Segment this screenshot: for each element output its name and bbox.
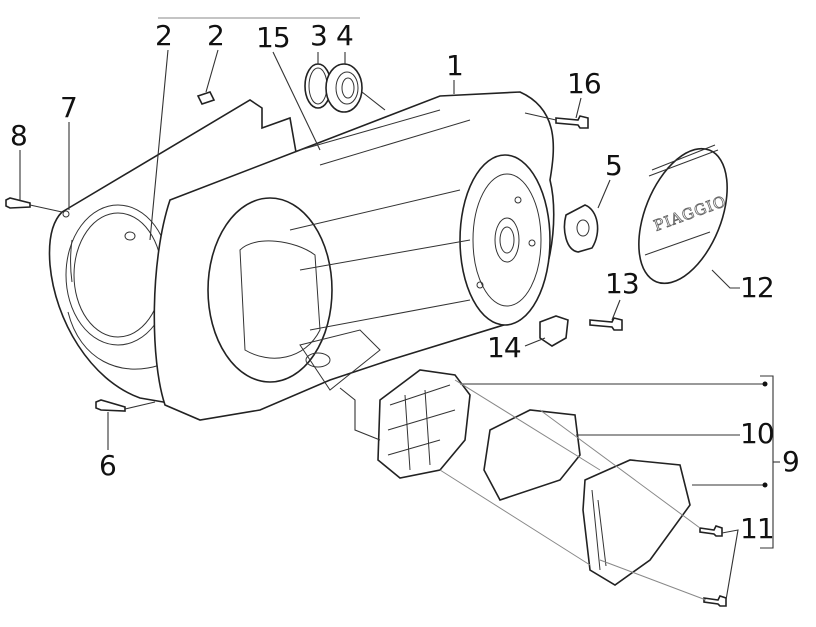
leader-11 xyxy=(721,529,739,601)
filter-sponge xyxy=(483,409,581,501)
callout-14[interactable]: 14 xyxy=(487,331,522,364)
callout-2b[interactable]: 2 xyxy=(207,19,225,52)
bearing xyxy=(325,63,363,113)
callout-3[interactable]: 3 xyxy=(310,19,328,52)
callout-6[interactable]: 6 xyxy=(99,449,117,482)
leader-14 xyxy=(524,337,546,347)
decorative-cover: PIAGGIO xyxy=(638,144,729,285)
callout-15[interactable]: 15 xyxy=(256,21,291,54)
callout-16[interactable]: 16 xyxy=(567,67,602,100)
clip xyxy=(539,315,569,347)
callout-4[interactable]: 4 xyxy=(336,19,354,52)
leader-5 xyxy=(597,179,611,209)
screw-16 xyxy=(524,112,589,129)
callout-8[interactable]: 8 xyxy=(10,119,28,152)
screw-13 xyxy=(589,317,623,331)
dowel xyxy=(196,91,216,105)
screw-6 xyxy=(95,399,156,412)
dowel-installed xyxy=(124,231,136,241)
transmission-cover xyxy=(153,91,555,421)
screw-8 xyxy=(5,197,63,213)
leader-16 xyxy=(575,97,582,119)
leader-2b xyxy=(205,49,219,93)
callout-9[interactable]: 9 xyxy=(782,445,800,478)
leader-4 xyxy=(344,52,386,111)
callout-1[interactable]: 1 xyxy=(446,49,464,82)
callout-13[interactable]: 13 xyxy=(605,267,640,300)
leader-duct xyxy=(339,387,381,441)
leader-9-top-dot xyxy=(762,381,768,387)
screw-11b xyxy=(703,595,727,607)
cap xyxy=(563,204,599,253)
callout-7[interactable]: 7 xyxy=(60,91,78,124)
leader-13 xyxy=(611,299,621,321)
assembly-axes xyxy=(439,379,707,601)
screw-11a xyxy=(699,525,723,537)
callout-12[interactable]: 12 xyxy=(740,271,775,304)
filter-housing-inner xyxy=(377,369,471,479)
leader-15 xyxy=(272,51,321,151)
callout-11[interactable]: 11 xyxy=(740,512,775,545)
callout-2a[interactable]: 2 xyxy=(155,19,173,52)
callout-10[interactable]: 10 xyxy=(740,417,775,450)
leader-2a xyxy=(149,49,169,241)
callout-5[interactable]: 5 xyxy=(605,149,623,182)
filter-housing-outer xyxy=(582,459,691,586)
leader-12 xyxy=(711,269,740,289)
leader-9-bottom-dot xyxy=(762,482,768,488)
